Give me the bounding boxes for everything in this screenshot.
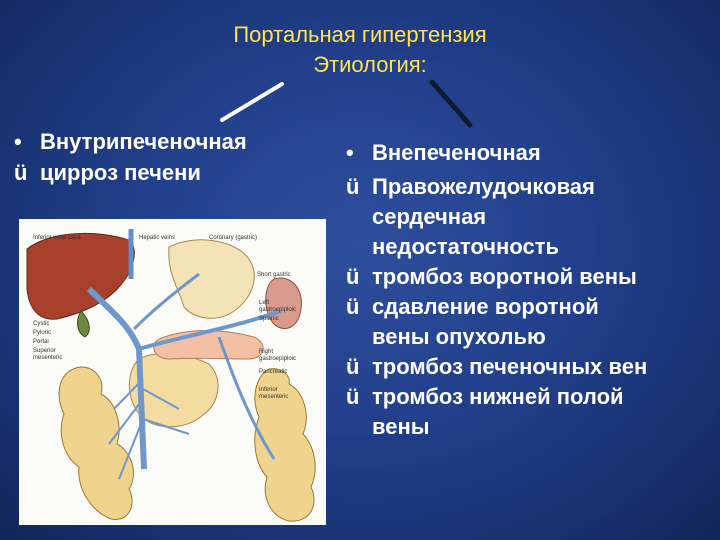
heading-text: Внепеченочная (372, 140, 541, 165)
checkmark-icon: ü (346, 264, 360, 289)
branch-line-right (429, 79, 473, 128)
item-text: Правожелудочковая (372, 174, 595, 199)
heading-text: Внутрипеченочная (40, 129, 247, 154)
checkmark-icon: ü (14, 160, 28, 185)
item-text: тромбоз нижней полой (372, 384, 624, 409)
label-superior: Superior (33, 348, 56, 354)
splenic-vein (138, 309, 282, 351)
item-text-cont: вены опухолью (372, 324, 546, 349)
checkmark-icon: ü (346, 384, 360, 409)
bullet-icon: • (14, 129, 22, 154)
label-mesenteric: mesenteric (33, 355, 62, 361)
slide-subtitle: Этиология: (313, 52, 427, 77)
liver-shape (26, 233, 135, 320)
gallbladder-shape (77, 310, 90, 338)
slide-title: Портальная гипертензия (233, 22, 487, 47)
extrahepatic-list: • Внепеченочная ü Правожелудочковая серд… (346, 138, 716, 442)
label-pyloric: Pyloric (33, 330, 51, 336)
list-item: ü тромбоз нижней полой (346, 382, 716, 412)
intrahepatic-heading: • Внутрипеченочная (14, 126, 247, 157)
portal-system-illustration: Inferior vena cava Hepatic veins Coronar… (19, 219, 326, 525)
label-inferior: Inferior (259, 387, 278, 393)
branch-line-left (220, 82, 284, 122)
label-inf-mesenteric: mesenteric (259, 394, 288, 400)
pancreas-shape (153, 330, 264, 360)
item-text: тромбоз воротной вены (372, 264, 637, 289)
list-item: ü Правожелудочковая (346, 172, 716, 202)
label-coronary: Coronary (gastric) (209, 235, 257, 241)
stomach-shape (168, 239, 255, 319)
item-text: тромбоз печеночных вен (372, 354, 648, 379)
label-short-gastric: Short gastric (257, 272, 291, 278)
checkmark-icon: ü (346, 354, 360, 379)
label-portal: Portal (33, 339, 49, 345)
label-cystic: Cystic (33, 321, 49, 327)
portal-vein (86, 286, 147, 470)
label-pancreatic: Pancreatic (259, 369, 287, 375)
label-ivc: Inferior vena cava (33, 235, 81, 241)
item-text-cont: недостаточность (372, 234, 559, 259)
list-item: ü цирроз печени (14, 157, 247, 188)
item-text: сдавление воротной (372, 294, 599, 319)
spleen-shape (265, 277, 302, 329)
item-text: цирроз печени (40, 160, 201, 185)
label-left-gastro: Left (259, 300, 269, 306)
list-item: ü сдавление воротной (346, 292, 716, 322)
inferior-mesenteric-vein (217, 336, 276, 460)
checkmark-icon: ü (346, 174, 360, 199)
bullet-icon: • (346, 140, 354, 165)
label-hepatic: Hepatic veins (139, 235, 175, 241)
item-text-cont: вены (372, 414, 430, 439)
checkmark-icon: ü (346, 294, 360, 319)
coronary-vein (132, 272, 200, 331)
label-right-gastro: Right (259, 349, 273, 355)
extrahepatic-heading: • Внепеченочная (346, 138, 716, 168)
label-left-gastro2: gastroepiploic (259, 307, 296, 313)
intrahepatic-list: • Внутрипеченочная ü цирроз печени (14, 126, 247, 188)
list-item: ü тромбоз печеночных вен (346, 352, 716, 382)
item-text-cont: сердечная (372, 204, 487, 229)
list-item: ü тромбоз воротной вены (346, 262, 716, 292)
mesenteric-branches (108, 378, 190, 480)
label-splenic: Splenic (259, 316, 279, 322)
descending-colon-shape (254, 368, 316, 522)
anatomy-drawing: Inferior vena cava Hepatic veins Coronar… (26, 229, 316, 522)
ascending-colon-shape (58, 366, 134, 520)
label-right-gastro2: gastroepiploic (259, 356, 296, 362)
